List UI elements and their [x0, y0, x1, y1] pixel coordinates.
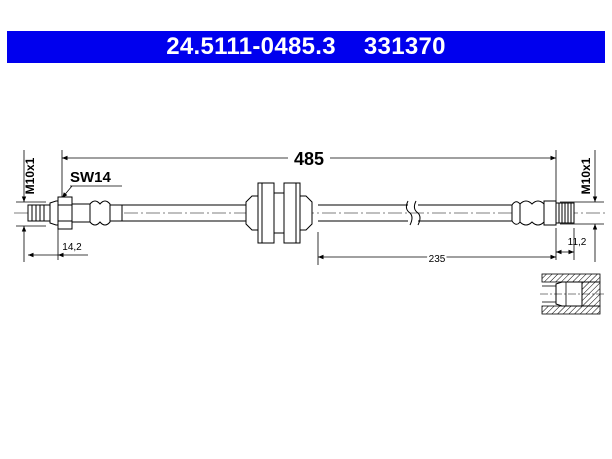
wrench-size-label: SW14	[70, 169, 112, 186]
part-number: 24.5111-0485.3	[166, 33, 336, 60]
bracket-position-label: 235	[429, 254, 446, 265]
right-thread-dimension: M10x1	[560, 150, 604, 262]
left-fitting	[27, 196, 123, 230]
right-end-dimension: 11,2	[555, 228, 587, 260]
bracket-position-dimension: 235	[317, 232, 556, 267]
left-thread-label: M10x1	[23, 157, 37, 194]
right-fitting	[511, 200, 575, 226]
hose-body	[122, 200, 512, 226]
reference-number: 331370	[363, 33, 446, 60]
right-thread-label: M10x1	[579, 157, 593, 194]
left-end-dimension: 14,2	[28, 229, 88, 260]
total-length-label: 485	[294, 149, 324, 169]
right-end-length-label: 11,2	[568, 237, 587, 248]
header-banner: 24.5111-0485.3 331370	[7, 31, 605, 63]
hose-bracket	[245, 182, 313, 244]
section-detail	[540, 273, 604, 315]
total-length-dimension: 485	[61, 149, 557, 205]
wrench-size-callout: SW14	[61, 169, 122, 199]
left-end-length-label: 14,2	[62, 242, 82, 253]
left-thread-dimension: M10x1	[16, 150, 46, 262]
